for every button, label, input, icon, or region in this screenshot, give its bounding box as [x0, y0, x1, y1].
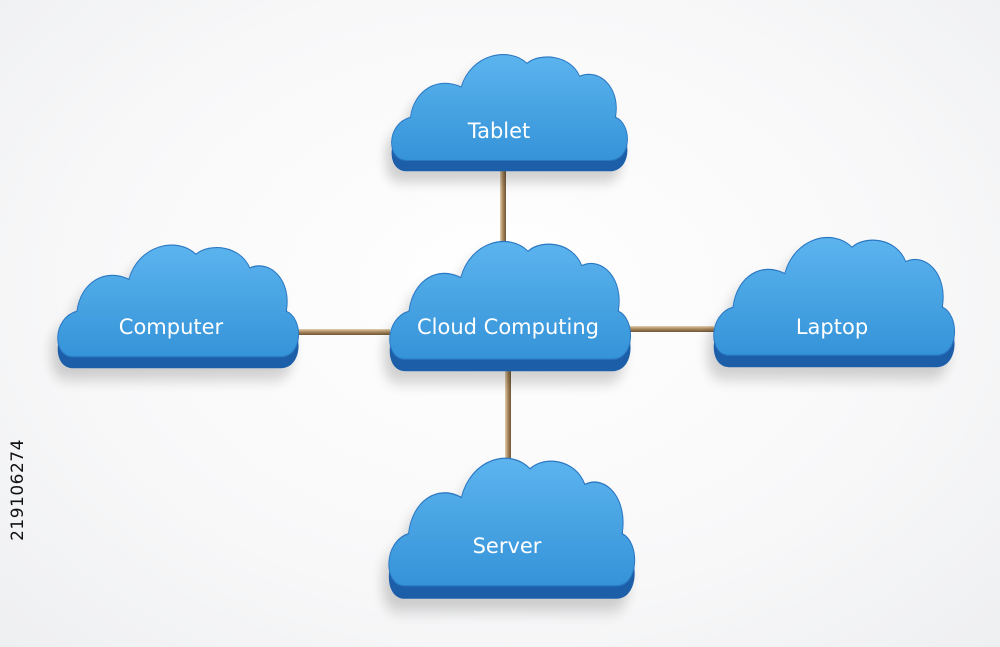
stock-id-text: 219106274: [8, 439, 28, 541]
cloud-node-computer: [57, 244, 300, 369]
computer-label: Computer: [119, 315, 224, 339]
server-label: Server: [473, 534, 542, 558]
connector-to-computer: [296, 329, 390, 335]
connector-to-tablet: [500, 170, 506, 242]
connector-to-server: [505, 370, 511, 466]
cloud-node-laptop: [713, 236, 956, 368]
center-label: Cloud Computing: [417, 315, 599, 339]
connectors: [296, 170, 714, 466]
cloud-node-center: [389, 240, 632, 372]
stock-id-watermark: 219106274: [4, 410, 32, 570]
cloud-node-tablet: [391, 54, 628, 172]
tablet-label: Tablet: [467, 119, 531, 143]
connector-to-laptop: [628, 326, 714, 332]
cloud-node-server: [388, 457, 636, 599]
laptop-label: Laptop: [796, 315, 868, 339]
